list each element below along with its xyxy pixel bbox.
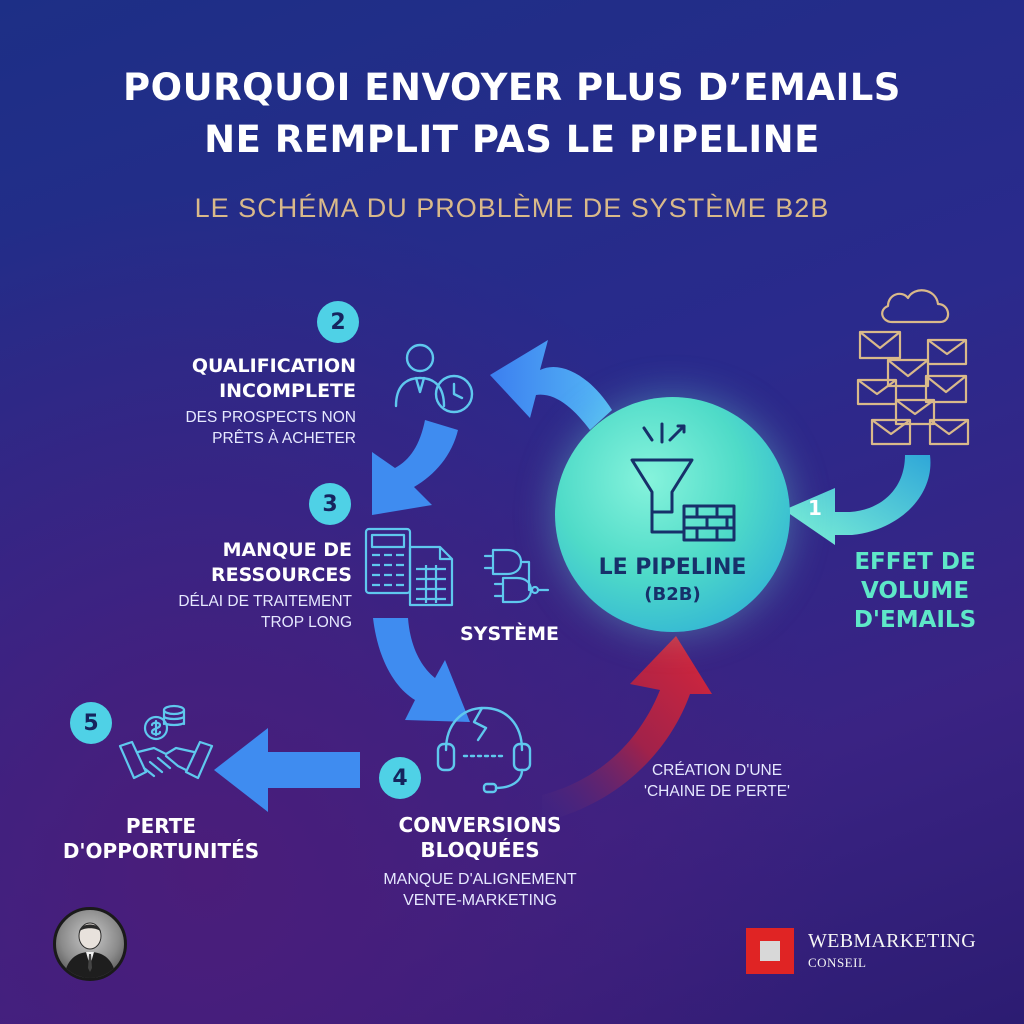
step-3-heading-line2: RESSOURCES (211, 564, 352, 586)
arrow-resources-to-conversions (373, 618, 470, 722)
step-1-heading-line1: EFFET DE (854, 549, 976, 575)
page-title-line2: NE REMPLIT PAS LE PIPELINE (204, 118, 820, 161)
step-5-badge: 5 (70, 702, 112, 744)
step-1-heading-line2: VOLUME (860, 578, 970, 604)
cloud-envelopes-icon (856, 289, 970, 446)
arrow-loss-chain (542, 636, 712, 822)
step-4-heading-line2: BLOQUÉES (420, 838, 540, 862)
step-4-heading-line1: CONVERSIONS (398, 813, 562, 837)
step-2-heading-line1: QUALIFICATION (191, 355, 356, 377)
step-2-badge: 2 (317, 301, 359, 343)
step-4-heading: CONVERSIONS BLOQUÉES (360, 813, 600, 863)
step-3-desc-line1: DÉLAI DE TRAITEMENT (178, 593, 352, 610)
funnel-wall-icon (630, 422, 736, 542)
person-clock-icon (394, 343, 474, 414)
step-1-heading-line3: D'EMAILS (853, 607, 977, 633)
step-4-description: MANQUE D'ALIGNEMENT VENTE-MARKETING (350, 869, 610, 911)
broken-headset-icon (436, 706, 532, 794)
step-1-heading: EFFET DE VOLUME D'EMAILS (835, 548, 995, 635)
arrow-email-volume (784, 455, 931, 545)
step-2-heading-line2: INCOMPLETE (219, 380, 356, 402)
brand-logo (746, 928, 794, 974)
step-3-desc-line2: TROP LONG (260, 614, 352, 631)
loss-chain-line2: 'CHAINE DE PERTE' (643, 783, 791, 800)
step-3-heading-line1: MANQUE DE (222, 539, 352, 561)
arrow-pipeline-to-qualification (490, 340, 612, 430)
step-3-heading: MANQUE DE RESSOURCES (120, 538, 352, 588)
step-2-description: DES PROSPECTS NON PRÊTS À ACHETER (130, 407, 356, 449)
brand-subname: CONSEIL (808, 955, 867, 970)
step-1-number: 1 (808, 496, 822, 520)
pipeline-label: LE PIPELINE (598, 555, 747, 580)
brand-logo-inner (760, 941, 780, 961)
brand-name: WEBMARKETING (808, 930, 977, 952)
step-4-desc-line1: MANQUE D'ALIGNEMENT (383, 871, 577, 888)
step-4-desc-line2: VENTE-MARKETING (403, 892, 557, 909)
loss-chain-caption: CRÉATION D'UNE 'CHAINE DE PERTE' (632, 760, 802, 802)
logic-gates-icon (483, 548, 550, 604)
step-5-heading-line2: D'OPPORTUNITÉS (62, 839, 260, 863)
page-title-line1: POURQUOI ENVOYER PLUS D’EMAILS (123, 66, 901, 109)
page-subtitle: LE SCHÉMA DU PROBLÈME DE SYSTÈME B2B (194, 193, 830, 223)
step-5-heading: PERTE D'OPPORTUNITÉS (36, 814, 286, 864)
handshake-money-icon (118, 704, 214, 780)
person-silhouette-icon (64, 922, 116, 978)
pipeline-sublabel: (B2B) (644, 584, 701, 605)
avatar (53, 907, 127, 981)
step-2-heading: QUALIFICATION INCOMPLETE (130, 354, 356, 404)
step-2-desc-line2: PRÊTS À ACHETER (212, 430, 356, 447)
calculator-spreadsheet-icon (364, 527, 454, 607)
step-4-badge: 4 (379, 757, 421, 799)
system-label: SYSTÈME (460, 623, 559, 645)
loss-chain-line1: CRÉATION D'UNE (651, 762, 783, 779)
step-5-heading-line1: PERTE (125, 814, 197, 838)
step-3-badge: 3 (309, 483, 351, 525)
arrow-conversions-to-opportunities (214, 728, 360, 812)
arrow-qualification-to-resources (372, 420, 458, 515)
step-3-description: DÉLAI DE TRAITEMENT TROP LONG (120, 591, 352, 633)
step-2-desc-line1: DES PROSPECTS NON (185, 409, 356, 426)
